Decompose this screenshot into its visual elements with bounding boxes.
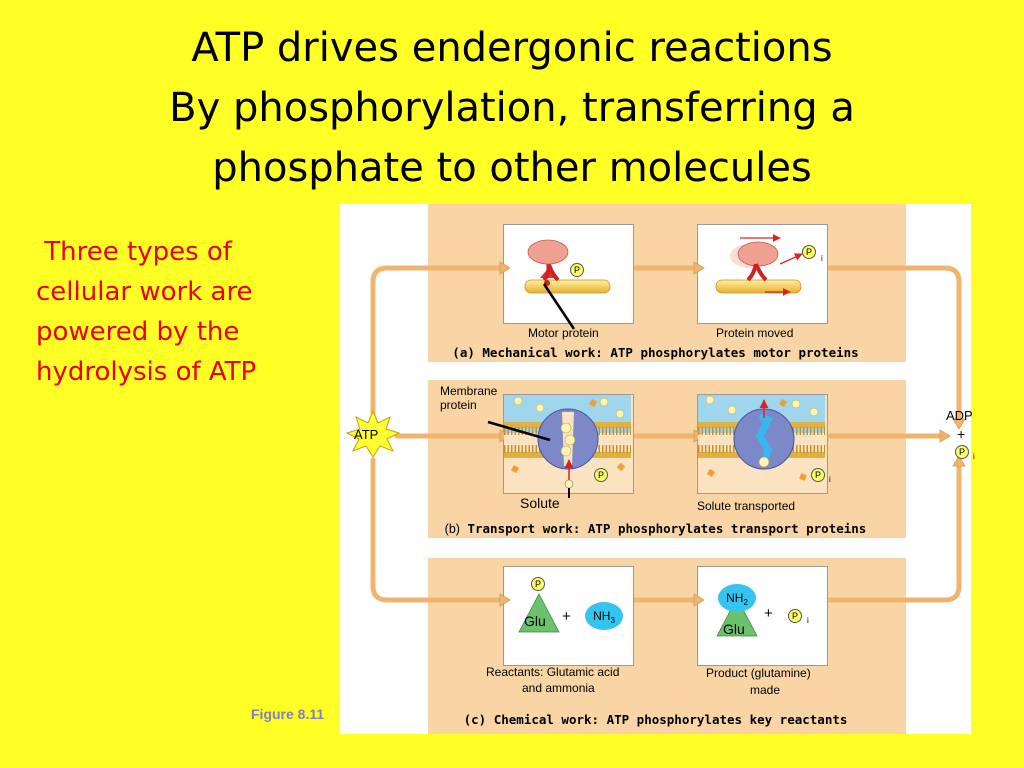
nh2-base: NH [726, 591, 744, 605]
membrane-left [487, 395, 631, 498]
reactants-label-1: Reactants: Glutamic acid [486, 665, 620, 679]
title-line-3: phosphate to other molecules [212, 145, 812, 191]
nh2-group: NH2 [718, 584, 756, 612]
box-motor-protein [503, 224, 634, 324]
side-text-content: Three types of cellular work are powered… [36, 237, 257, 387]
phosphate-b-right: P [811, 468, 825, 482]
ammonia-molecule: NH3 [585, 602, 623, 630]
membrane-right [698, 395, 825, 492]
phosphate-out-sub: i [973, 452, 975, 461]
flow-arrowheads [499, 261, 966, 607]
slide-title: ATP drives endergonic reactions By phosp… [0, 18, 1024, 198]
title-line-2: By phosphorylation, transferring a [169, 85, 855, 131]
phosphate-c-right-sub: i [807, 616, 809, 625]
adp-plus: + [957, 426, 966, 442]
glu-label-left: Glu [524, 613, 546, 629]
solute-label: Solute [520, 495, 560, 511]
figure-label: Figure 8.11 [251, 706, 325, 722]
motor-protein-left [524, 239, 611, 330]
side-text: Three types of cellular work are powered… [36, 232, 326, 392]
nh2-sub: 2 [743, 598, 748, 607]
membrane-label-2: protein [440, 398, 477, 412]
caption-transport-main: Transport work: ATP phosphorylates trans… [467, 521, 867, 536]
flow-lines [370, 265, 962, 603]
phosphate-c-right: P [788, 609, 802, 623]
protein-moved-label: Protein moved [716, 326, 794, 340]
phosphate-c-left: P [531, 577, 545, 591]
figure-panel: ATP ADP + P i P P i Motor protein Protei… [340, 204, 975, 734]
product-label-2: made [750, 683, 781, 697]
motor-protein-right [715, 234, 803, 296]
phosphate-a-right: P [802, 245, 816, 259]
caption-chemical: (c) Chemical work: ATP phosphorylates ke… [463, 712, 848, 727]
atp-label: ATP [354, 427, 379, 442]
diagram-graphics [345, 234, 966, 637]
caption-transport: (b) Transport work: ATP phosphorylates t… [340, 521, 971, 536]
glu-label-right: Glu [723, 621, 745, 637]
phosphate-b-right-sub: i [829, 475, 831, 484]
phosphate-b-left: P [594, 468, 608, 482]
box-product [697, 566, 828, 666]
plus-left: + [562, 608, 571, 625]
phosphate-a-left: P [570, 263, 584, 277]
reactants-label-2: and ammonia [522, 681, 595, 695]
atp-star [345, 409, 401, 458]
title-line-1: ATP drives endergonic reactions [191, 25, 833, 71]
glu-triangle-left [518, 593, 560, 633]
plus-right: + [764, 605, 773, 622]
motor-protein-label: Motor protein [528, 326, 599, 340]
membrane-label-1: Membrane [440, 384, 498, 398]
product-label-1: Product (glutamine) [706, 666, 811, 680]
phosphate-a-right-sub: i [821, 254, 823, 263]
nh3-sub: 3 [610, 616, 615, 625]
caption-transport-prefix: (b) [444, 522, 460, 536]
caption-mechanical: (a) Mechanical work: ATP phosphorylates … [452, 345, 859, 360]
glu-triangle-right [716, 597, 758, 637]
adp-label: ADP [946, 408, 973, 423]
nh3-base: NH [593, 609, 611, 623]
phosphate-out: P [955, 445, 969, 459]
solute-transported-label: Solute transported [697, 499, 796, 513]
